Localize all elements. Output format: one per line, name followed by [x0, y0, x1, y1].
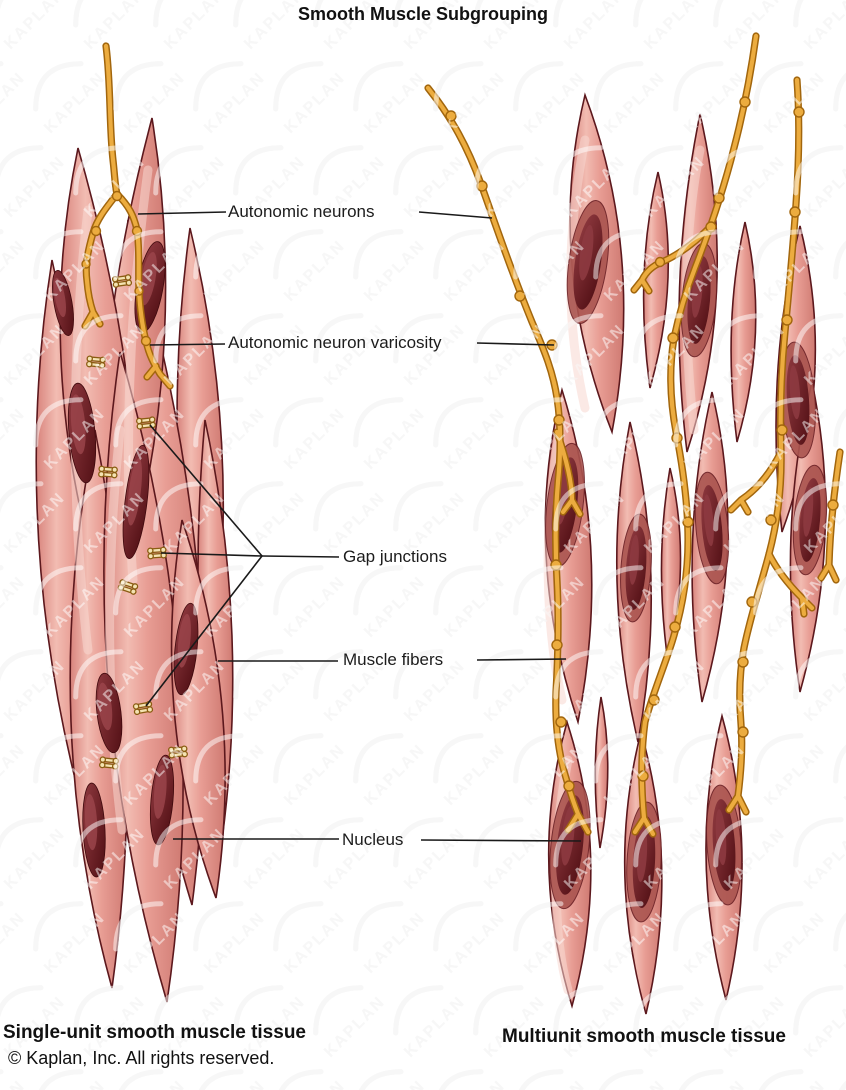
multiunit-illustration [428, 36, 840, 1015]
varicosity-bead [746, 596, 758, 608]
varicosity-bead [765, 514, 777, 526]
label-autonomic-neuron-varicosity: Autonomic neuron varicosity [228, 333, 442, 352]
varicosity-bead [705, 221, 717, 233]
varicosity-bead [669, 621, 681, 633]
varicosity-bead [781, 314, 793, 326]
varicosity-bead [551, 639, 563, 651]
label-gap-junctions: Gap junctions [343, 547, 447, 566]
varicosity-bead [654, 256, 666, 268]
varicosity-bead [140, 335, 152, 347]
varicosity-bead [682, 516, 694, 528]
muscle-fiber [730, 221, 757, 443]
varicosity-bead [81, 259, 91, 269]
copyright-notice: © Kaplan, Inc. All rights reserved. [8, 1048, 275, 1068]
caption-single-unit: Single-unit smooth muscle tissue [3, 1022, 306, 1043]
varicosity-bead [111, 190, 123, 202]
label-autonomic-neurons: Autonomic neurons [228, 202, 375, 221]
varicosity-bead [90, 225, 102, 237]
varicosity-bead [739, 96, 751, 108]
varicosity-bead [550, 559, 562, 571]
varicosity-bead [476, 180, 488, 192]
varicosity-bead [134, 286, 144, 296]
varicosity-bead [131, 225, 143, 237]
varicosity-bead [555, 716, 567, 728]
varicosity-bead [671, 432, 683, 444]
diagram-title: Smooth Muscle Subgrouping [298, 4, 548, 24]
varicosity-bead [637, 770, 649, 782]
varicosity-bead [737, 726, 749, 738]
varicosity-bead [667, 332, 679, 344]
varicosity-bead [737, 656, 749, 668]
nucleus [122, 445, 150, 559]
nucleus [52, 270, 74, 336]
varicosity-bead [648, 694, 660, 706]
varicosity-bead [793, 106, 805, 118]
varicosity-bead [563, 780, 575, 792]
varicosity-bead [827, 499, 839, 511]
varicosity-bead [713, 192, 725, 204]
varicosity-bead [553, 414, 565, 426]
label-nucleus: Nucleus [342, 830, 404, 849]
muscle-fiber-bundle [35, 117, 234, 1003]
caption-multiunit: Multiunit smooth muscle tissue [502, 1026, 786, 1047]
varicosity-bead [776, 424, 788, 436]
varicosity-bead [789, 206, 801, 218]
muscle-fiber [642, 171, 670, 389]
varicosity-bead [445, 110, 457, 122]
single-unit-illustration [35, 46, 234, 1003]
varicosity-bead [546, 339, 558, 351]
varicosity-bead [514, 290, 526, 302]
label-muscle-fibers: Muscle fibers [343, 650, 444, 669]
muscle-fiber [594, 696, 609, 849]
